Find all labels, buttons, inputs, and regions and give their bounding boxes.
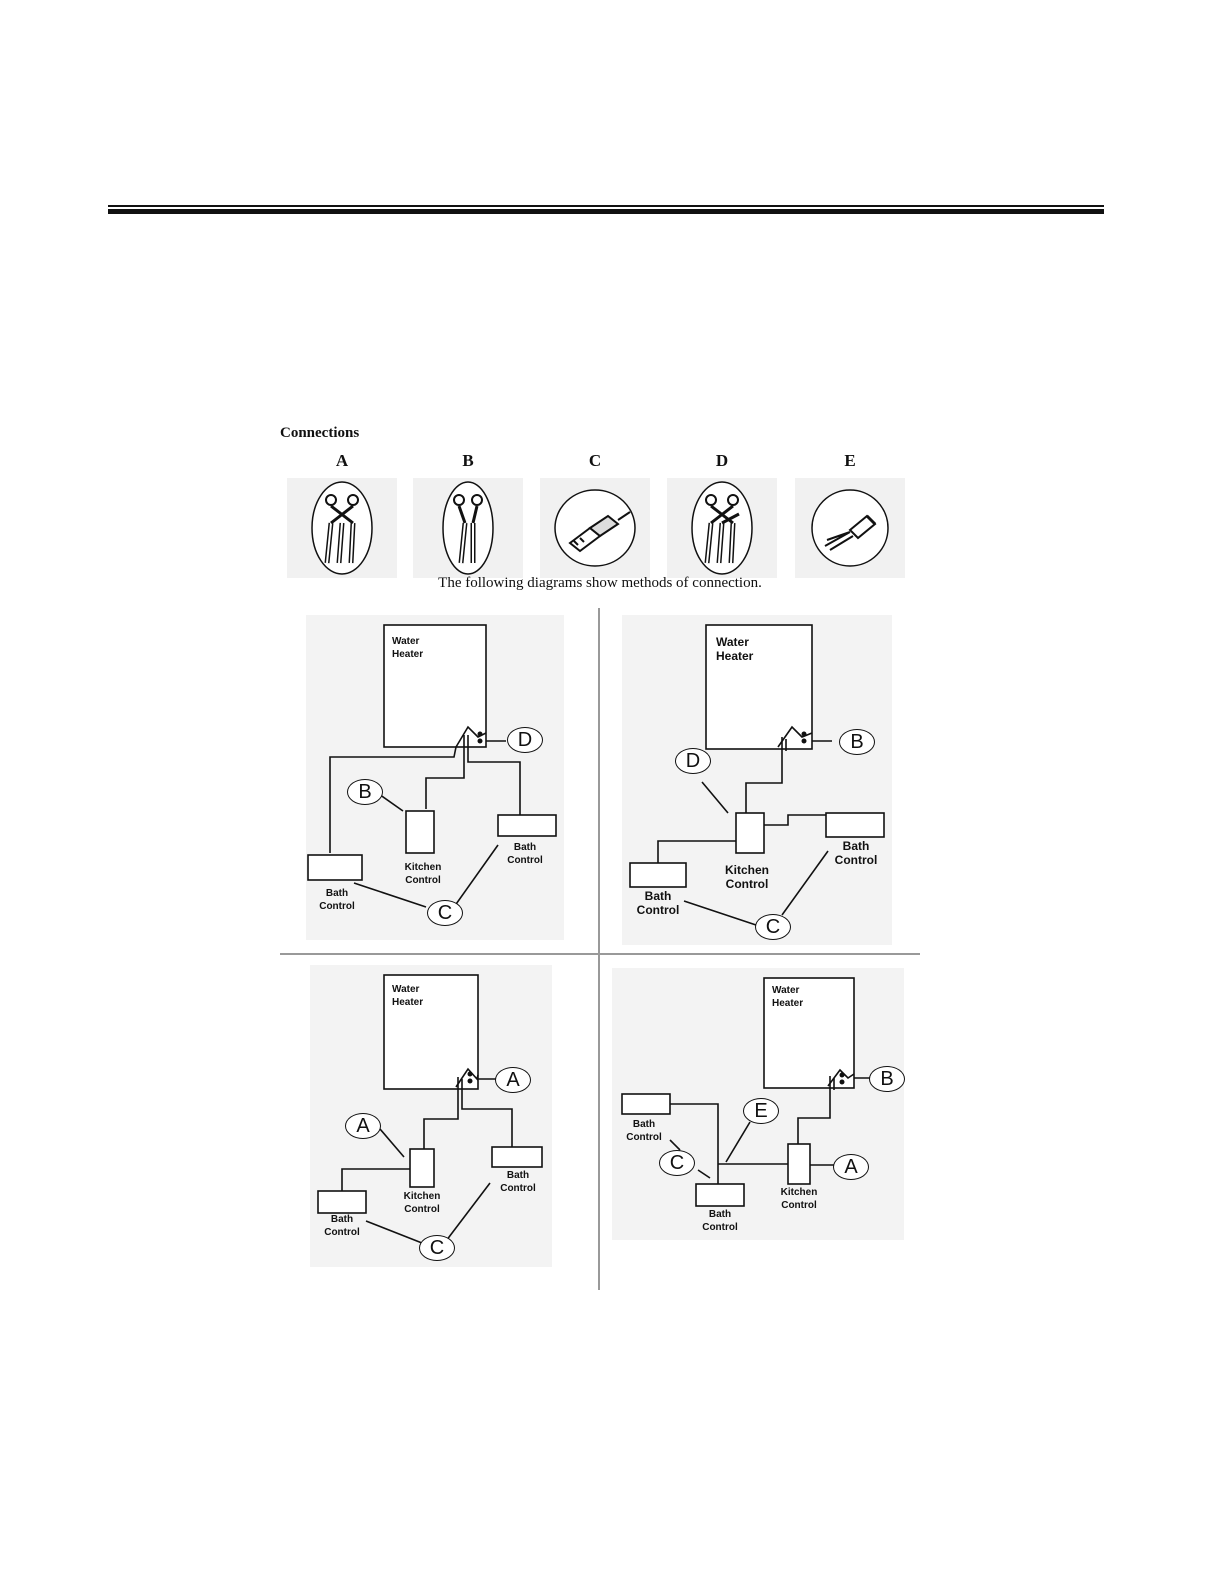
callout-1-d: D	[507, 727, 543, 753]
header-rule-thick	[108, 209, 1104, 214]
section-heading: Connections	[280, 425, 360, 441]
plug-connector-icon	[540, 478, 650, 578]
diagram-caption: The following diagrams show methods of c…	[438, 575, 762, 591]
connection-letter-c: C	[588, 451, 602, 470]
three-wire-twisted-icon	[667, 478, 777, 578]
splice-connector-icon	[795, 478, 905, 578]
callout-4-a: A	[833, 1154, 869, 1180]
header-rule-thin	[108, 205, 1104, 207]
callout-1-c: C	[427, 900, 463, 926]
callout-2-d: D	[675, 748, 711, 774]
connection-letter-a: A	[335, 451, 349, 470]
wiring-lines-2	[629, 624, 885, 926]
callout-4-c: C	[659, 1150, 695, 1176]
connection-letter-b: B	[462, 451, 474, 470]
callout-4-e: E	[743, 1098, 779, 1124]
single-wire-pair-icon	[413, 478, 523, 578]
divider-vertical	[598, 608, 600, 1290]
callout-3-a-heater: A	[495, 1067, 531, 1093]
connection-letter-e: E	[844, 451, 856, 470]
wiring-lines-4	[621, 977, 872, 1207]
callout-3-a-kitchen: A	[345, 1113, 381, 1139]
wiring-lines-1	[307, 624, 557, 908]
callout-2-c: C	[755, 914, 791, 940]
wiring-lines-3	[317, 974, 543, 1244]
two-wire-twisted-pair-icon	[287, 478, 397, 578]
callout-2-b: B	[839, 729, 875, 755]
callout-3-c: C	[419, 1235, 455, 1261]
connection-letter-d: D	[715, 451, 729, 470]
divider-horizontal	[280, 953, 920, 955]
callout-1-b: B	[347, 779, 383, 805]
callout-4-b: B	[869, 1066, 905, 1092]
